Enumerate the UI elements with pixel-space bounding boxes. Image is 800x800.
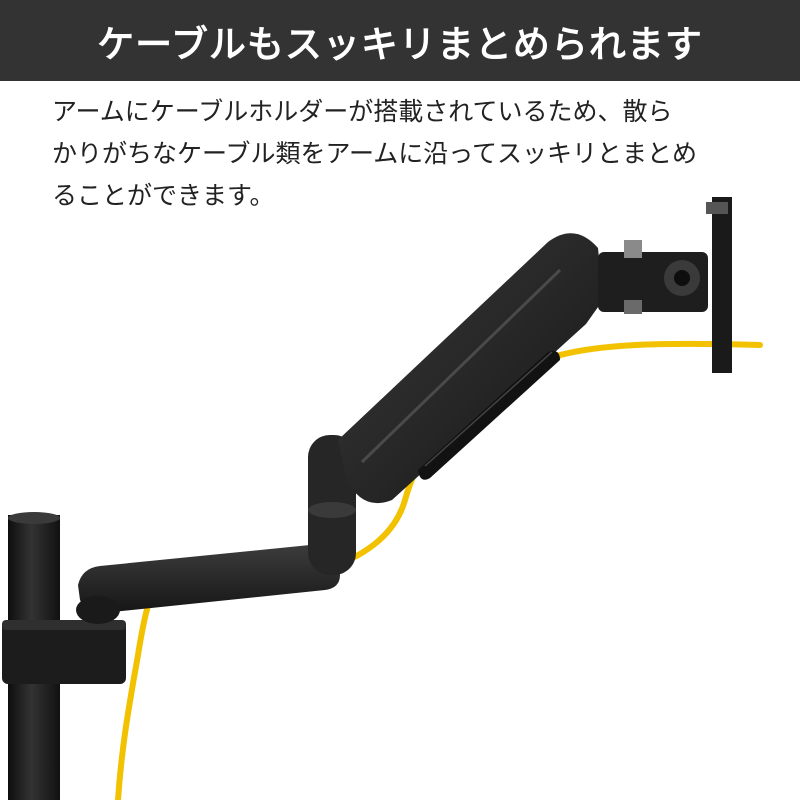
lower-arm	[76, 544, 340, 624]
header-title: ケーブルもスッキリまとめられます	[97, 22, 703, 66]
description-line-1: アームにケーブルホルダーが搭載されているため、散ら	[52, 97, 673, 126]
pole-clamp	[2, 620, 126, 684]
tilt-head	[598, 240, 708, 314]
description-text: アームにケーブルホルダーが搭載されているため、散ら かりがちなケーブル類をアーム…	[52, 91, 772, 217]
description-line-3: ることができます。	[52, 181, 275, 210]
elbow-joint	[308, 435, 356, 575]
header-bar: ケーブルもスッキリまとめられます	[0, 0, 800, 81]
cable-holder	[418, 351, 560, 480]
upper-arm	[338, 233, 603, 504]
description-line-2: かりがちなケーブル類をアームに沿ってスッキリとまとめ	[52, 139, 698, 168]
vesa-plate	[706, 197, 732, 373]
